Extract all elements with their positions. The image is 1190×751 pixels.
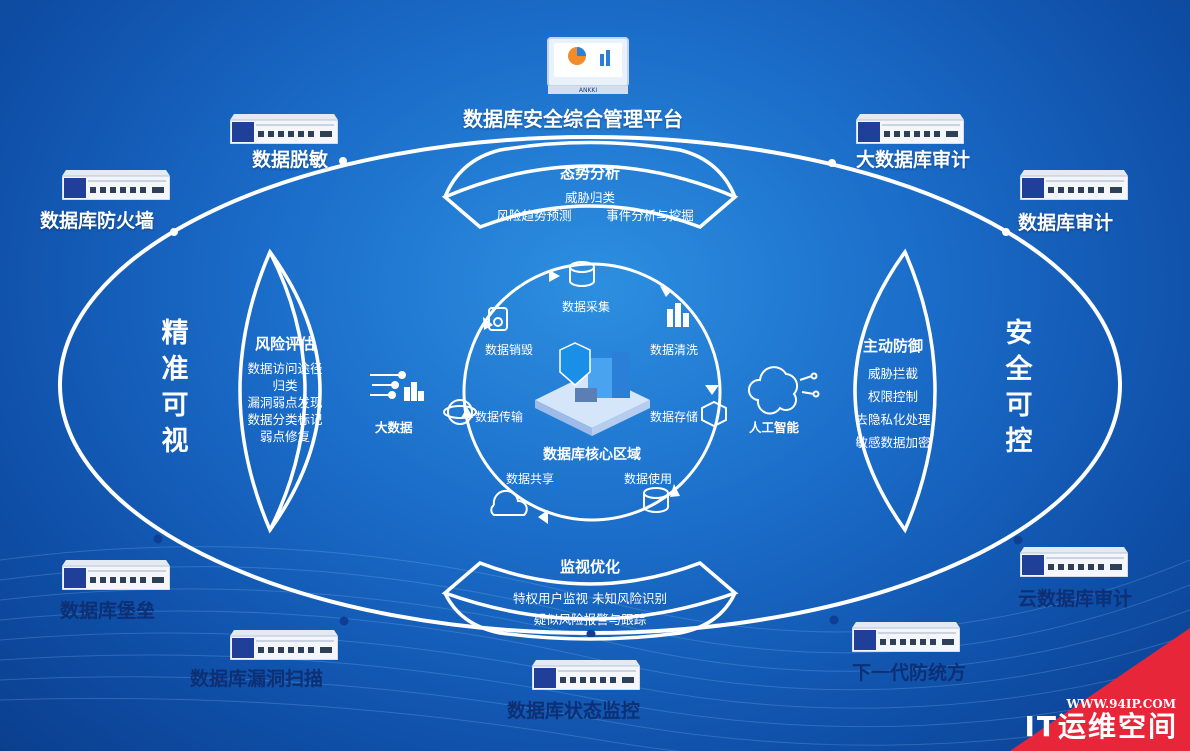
cycle-use: 数据使用 — [624, 472, 673, 486]
cycle-transfer: 数据传输 — [475, 410, 524, 424]
ai-label: 人工智能 — [749, 420, 800, 435]
watermark-url: WWW.94IP.COM — [1066, 697, 1176, 711]
big-data-icon — [370, 371, 424, 401]
cycle-icons — [443, 261, 727, 516]
server-status-monitor — [531, 660, 641, 691]
left-line-4: 数据分类标记 — [247, 412, 323, 427]
platform-title: 数据库安全综合管理平台 — [463, 107, 683, 131]
server-next-gen — [851, 622, 961, 653]
ellipse-dots-dark — [153, 534, 1023, 639]
server-desensitize — [229, 114, 339, 145]
server-firewall — [61, 170, 171, 201]
corner-accent — [1010, 628, 1190, 751]
core-illustration — [535, 342, 650, 436]
bottom-section-title: 监视优化 — [559, 558, 620, 576]
top-line-3: 事件分析与挖掘 — [606, 208, 694, 223]
server-bastion — [61, 560, 171, 591]
top-line-2: 风险趋势预测 — [496, 208, 572, 223]
right-line-3: 去隐私化处理 — [855, 412, 931, 427]
top-line-1: 威胁归类 — [564, 190, 615, 205]
monitor-brand: ANKKI — [579, 87, 597, 94]
right-section-title: 主动防御 — [862, 337, 923, 355]
right-line-2: 权限控制 — [867, 389, 918, 404]
right-vertical-text: 安 全 可 控 — [1005, 318, 1033, 457]
server-db-audit — [1019, 170, 1129, 201]
watermark-name: IT运维空间 — [1024, 710, 1178, 743]
server-vuln-scan — [229, 630, 339, 661]
label-desensitize: 数据脱敏 — [252, 149, 329, 171]
ai-brain-icon — [748, 366, 820, 415]
big-data-label: 大数据 — [375, 420, 413, 435]
label-vuln-scan: 数据库漏洞扫描 — [190, 668, 324, 690]
bottom-line-2: 疑似风险报警与跟踪 — [533, 612, 647, 627]
right-line-4: 敏感数据加密 — [855, 435, 931, 450]
cycle-collect: 数据采集 — [562, 300, 611, 314]
label-big-data-audit: 大数据库审计 — [856, 149, 971, 171]
bottom-line-1: 特权用户监视 未知风险识别 — [513, 591, 667, 606]
top-section-title: 态势分析 — [559, 164, 620, 182]
left-line-2: 归类 — [272, 378, 298, 393]
right-line-1: 威胁拦截 — [867, 366, 918, 381]
label-db-audit: 数据库审计 — [1018, 212, 1114, 234]
label-next-gen: 下一代防统方 — [852, 662, 967, 684]
left-section-title: 风险评估 — [254, 335, 315, 353]
server-cloud-audit — [1019, 547, 1129, 578]
cycle-destroy: 数据销毁 — [485, 343, 534, 357]
cycle-share: 数据共享 — [506, 472, 555, 486]
platform-monitor: ANKKI — [547, 37, 629, 94]
left-line-1: 数据访问途径 — [247, 361, 323, 376]
server-big-data-audit — [855, 114, 965, 145]
label-bastion: 数据库堡垒 — [60, 600, 156, 622]
left-line-3: 漏洞弱点发现 — [247, 395, 323, 410]
right-lens — [853, 248, 937, 534]
left-line-5: 弱点修复 — [259, 429, 310, 444]
left-vertical-text: 精 准 可 视 — [161, 318, 189, 457]
core-title: 数据库核心区域 — [543, 447, 641, 463]
cycle-store: 数据存储 — [650, 410, 699, 424]
ellipse-dots — [170, 157, 1010, 236]
label-firewall: 数据库防火墙 — [40, 210, 155, 232]
label-cloud-audit: 云数据库审计 — [1018, 588, 1133, 610]
label-status-monitor: 数据库状态监控 — [507, 700, 641, 722]
cycle-clean: 数据清洗 — [650, 343, 699, 357]
